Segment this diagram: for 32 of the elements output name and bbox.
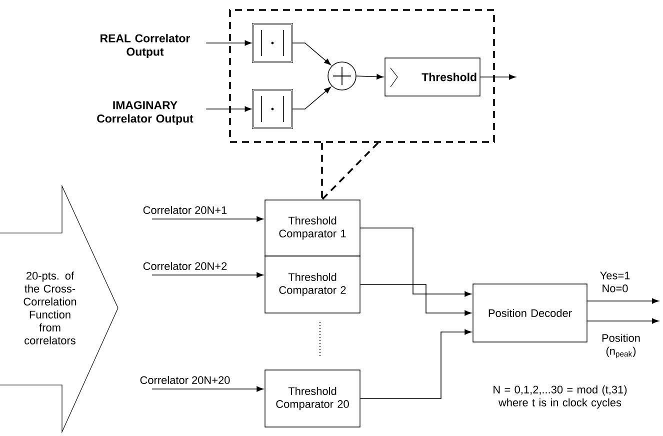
arrow [152, 216, 264, 222]
input-label: IMAGINARY Correlator Output [97, 101, 194, 125]
comparator-box: Threshold Comparator 20 [264, 370, 360, 428]
decoder-box: Position Decoder [472, 284, 588, 342]
arrow [586, 318, 659, 324]
arrow [152, 272, 264, 278]
comparator-box: Threshold Comparator 1 [264, 200, 360, 256]
absolute-value-box [252, 89, 293, 129]
dashed-connector [321, 142, 379, 201]
arrow [360, 329, 472, 399]
summing-circle [328, 62, 356, 90]
edge-label: Yes=1 No=0 [600, 272, 630, 292]
note-text: N = 0,1,2,...30 = mod (t,31) where t is in clock cycles [494, 385, 627, 409]
input-label: REAL Correlator Output [100, 34, 190, 58]
threshold-box: Threshold [384, 58, 480, 96]
arrow [292, 86, 331, 110]
comparator-box: Threshold Comparator 2 [264, 256, 360, 314]
edge-label: Correlator 20N+20 [140, 376, 230, 384]
dashed-group-box [229, 9, 495, 143]
arrow [206, 106, 252, 112]
arrow [360, 284, 472, 316]
arrow [152, 386, 264, 392]
arrow [206, 40, 252, 46]
arrow [356, 74, 384, 80]
edge-label: Position (n$_{peak}$) [602, 334, 640, 358]
absolute-value-box [252, 23, 293, 63]
arrow [360, 228, 472, 297]
arrow [480, 74, 516, 80]
arrow [586, 298, 659, 304]
arrow [292, 42, 331, 66]
edge-label: Correlator 20N+2 [143, 262, 227, 270]
edge-label: Correlator 20N+1 [143, 206, 227, 214]
